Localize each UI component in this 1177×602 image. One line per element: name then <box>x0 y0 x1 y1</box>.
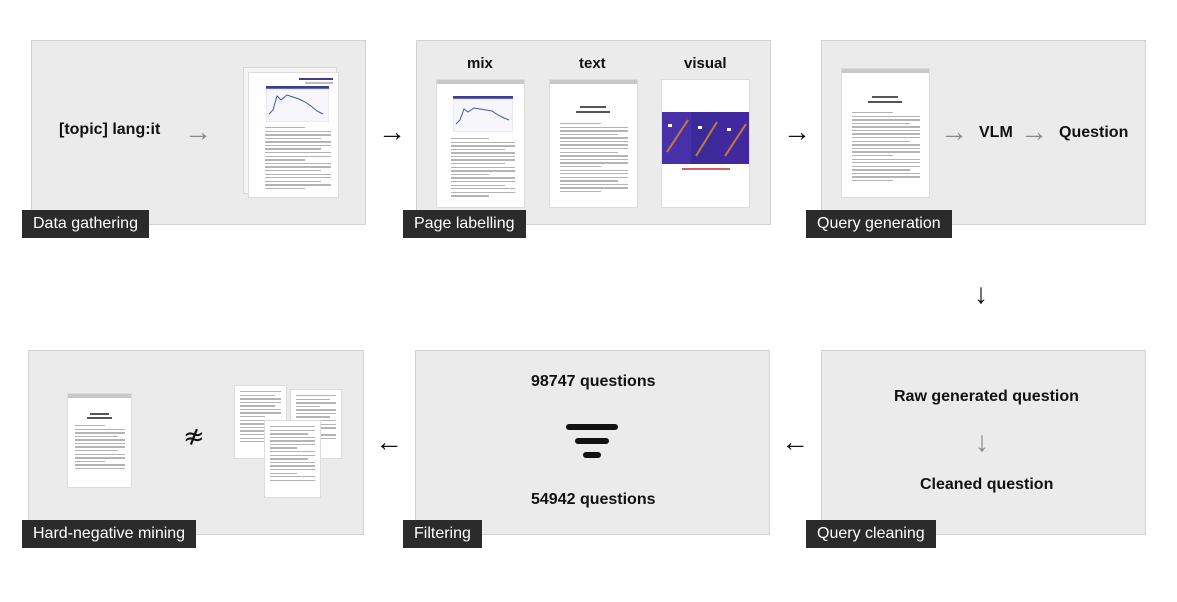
questions-after-count: 54942 questions <box>531 491 656 508</box>
right-arrow-icon: → <box>940 116 968 147</box>
tag-page-labelling: Page labelling <box>403 210 526 238</box>
tag-data-gathering: Data gathering <box>22 210 149 238</box>
line-chart-icon <box>453 96 513 132</box>
label-visual: visual <box>684 55 727 72</box>
down-arrow-icon: ↓ <box>975 426 989 457</box>
vlm-label: VLM <box>979 124 1013 141</box>
document-page-thumbnail <box>249 73 338 197</box>
tag-query-generation: Query generation <box>806 210 952 238</box>
tag-filtering: Filtering <box>403 520 482 548</box>
right-arrow-icon: → <box>378 116 406 147</box>
query-source-page-thumbnail <box>842 69 929 197</box>
visual-figure-icon <box>662 112 749 164</box>
down-arrow-icon: ↓ <box>974 278 988 309</box>
question-label: Question <box>1059 124 1129 141</box>
raw-question-label: Raw generated question <box>894 388 1079 405</box>
line-chart-icon <box>266 86 329 122</box>
left-arrow-icon: ← <box>781 426 809 457</box>
tag-hard-negative-mining: Hard-negative mining <box>22 520 197 548</box>
questions-before-count: 98747 questions <box>531 373 656 390</box>
visual-page-thumbnail <box>662 80 749 207</box>
cleaned-question-label: Cleaned question <box>920 476 1054 493</box>
not-approximately-equal-icon: ≉ <box>183 422 205 452</box>
query-cleaning-panel <box>821 350 1146 535</box>
left-arrow-icon: ← <box>375 426 403 457</box>
text-page-thumbnail <box>550 80 637 207</box>
query-page-thumbnail <box>68 394 131 487</box>
label-mix: mix <box>467 55 493 72</box>
negative-page-thumbnail <box>265 421 320 497</box>
right-arrow-icon: → <box>1020 116 1048 147</box>
search-query-text: [topic] lang:it <box>59 121 161 138</box>
filter-icon <box>566 424 618 458</box>
right-arrow-icon: → <box>783 116 811 147</box>
tag-query-cleaning: Query cleaning <box>806 520 936 548</box>
filtering-panel <box>415 350 770 535</box>
label-text: text <box>579 55 606 72</box>
mix-page-thumbnail <box>437 80 524 207</box>
right-arrow-icon: → <box>184 116 212 147</box>
